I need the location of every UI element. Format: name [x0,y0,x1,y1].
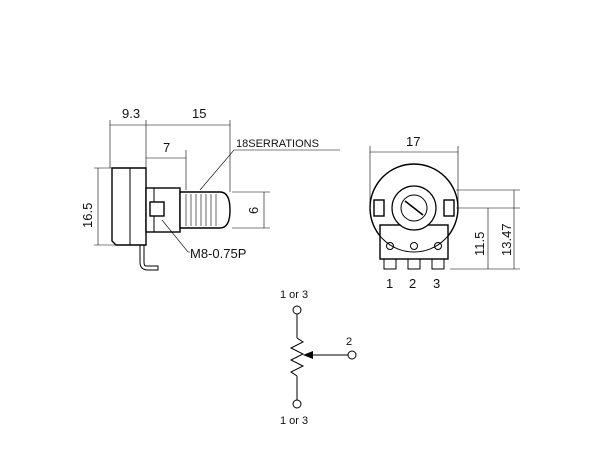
dim-height: 16.5 [80,203,95,228]
dim-shaft-dia: 6 [246,207,261,214]
label-thread: M8-0.75P [190,246,246,261]
pin-label-1: 1 [386,276,393,291]
terminal-top [292,305,302,315]
dim-total-height: 13.47 [499,223,514,256]
schematic-top-label: 1 or 3 [280,289,308,301]
schematic-wiper-label: 2 [346,336,352,348]
side-body [111,167,147,246]
label-serrations: 18SERRATIONS [236,138,319,150]
side-view: 9.3 15 7 16.5 6 18SERRATIONS M8-0.75P [80,106,340,271]
terminal-wiper [347,350,357,360]
pin-label-3: 3 [433,276,440,291]
dim-bushing: 9.3 [122,106,140,121]
dim-center-height: 11.5 [472,232,487,256]
dim-shaft-total: 15 [192,106,206,121]
schematic: 1 or 3 1 or 3 2 [280,289,357,427]
terminal-bottom [292,399,302,409]
pin-hole-1 [386,242,394,250]
pin-hole-3 [434,242,442,250]
pin-label-2: 2 [409,276,416,291]
side-terminal [139,245,159,271]
side-shaft [179,191,231,229]
dim-width: 17 [406,134,420,149]
schematic-bottom-label: 1 or 3 [280,415,308,427]
dim-serration-len: 7 [163,140,170,155]
front-view: 1 2 3 17 11.5 13.47 [369,134,520,291]
resistor-zigzag [289,337,305,377]
wiper-arrow [303,351,313,359]
pin-hole-2 [410,242,418,250]
side-serrations [185,194,217,226]
